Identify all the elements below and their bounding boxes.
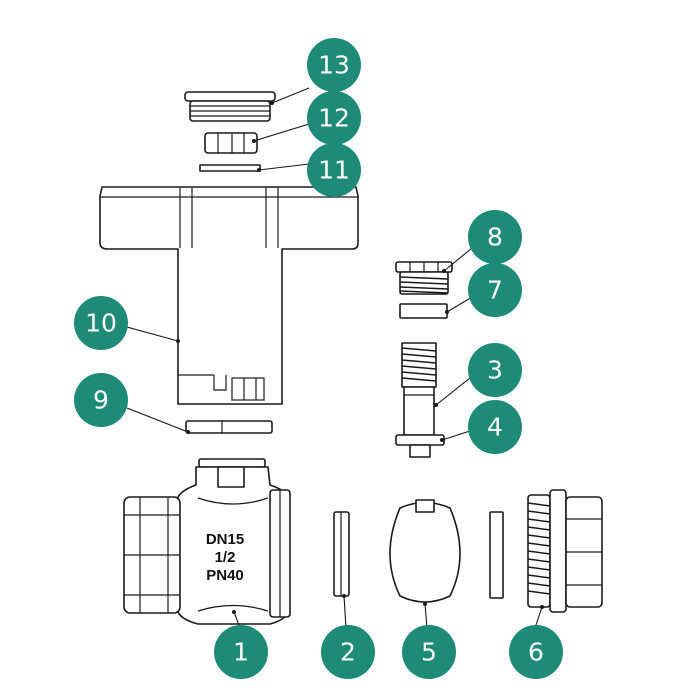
callout-badge-6: 6 bbox=[509, 625, 563, 679]
part-1-valve-body: DN15 1/2 PN40 bbox=[123, 458, 291, 625]
callout-badge-1: 1 bbox=[214, 625, 268, 679]
seal-ring bbox=[489, 511, 504, 599]
marking-pn40: PN40 bbox=[206, 567, 244, 584]
marking-size: 1/2 bbox=[215, 549, 236, 566]
marking-dn15: DN15 bbox=[206, 531, 244, 548]
callout-label-13: 13 bbox=[318, 51, 350, 80]
part-9-washer bbox=[185, 420, 273, 434]
callout-badge-8: 8 bbox=[468, 210, 522, 264]
callout-label-5: 5 bbox=[421, 638, 437, 667]
callout-label-12: 12 bbox=[318, 104, 350, 133]
callout-label-1: 1 bbox=[233, 638, 249, 667]
callout-label-7: 7 bbox=[487, 276, 503, 305]
part-6-threaded-end-cap bbox=[527, 489, 603, 613]
callout-badge-2: 2 bbox=[321, 625, 375, 679]
callout-badge-13: 13 bbox=[307, 38, 361, 92]
part-3-stem bbox=[401, 342, 437, 436]
callout-badge-9: 9 bbox=[74, 373, 128, 427]
callout-label-11: 11 bbox=[318, 156, 350, 185]
callout-badge-3: 3 bbox=[468, 343, 522, 397]
callout-label-4: 4 bbox=[487, 413, 503, 442]
part-13-cap bbox=[184, 91, 276, 122]
part-8-packing-nut bbox=[395, 261, 453, 295]
callout-badge-11: 11 bbox=[307, 143, 361, 197]
callout-label-2: 2 bbox=[340, 638, 356, 667]
leader-lines bbox=[126, 87, 544, 629]
callout-badge-4: 4 bbox=[468, 400, 522, 454]
part-7-stem-seal bbox=[399, 303, 448, 319]
callout-badge-5: 5 bbox=[402, 625, 456, 679]
part-11-spacer bbox=[199, 164, 261, 172]
callout-label-9: 9 bbox=[93, 386, 109, 415]
callout-badge-12: 12 bbox=[307, 91, 361, 145]
part-5-ball bbox=[389, 499, 461, 603]
callout-label-10: 10 bbox=[85, 309, 117, 338]
part-12-hex-nut bbox=[204, 132, 258, 154]
callout-label-6: 6 bbox=[528, 638, 544, 667]
part-10-t-handle bbox=[99, 186, 359, 405]
callout-label-8: 8 bbox=[487, 223, 503, 252]
callout-badge-10: 10 bbox=[74, 296, 128, 350]
part-2-gasket bbox=[333, 511, 350, 597]
callout-label-3: 3 bbox=[487, 356, 503, 385]
callout-badge-7: 7 bbox=[468, 263, 522, 317]
part-4-stem-base bbox=[395, 434, 445, 458]
